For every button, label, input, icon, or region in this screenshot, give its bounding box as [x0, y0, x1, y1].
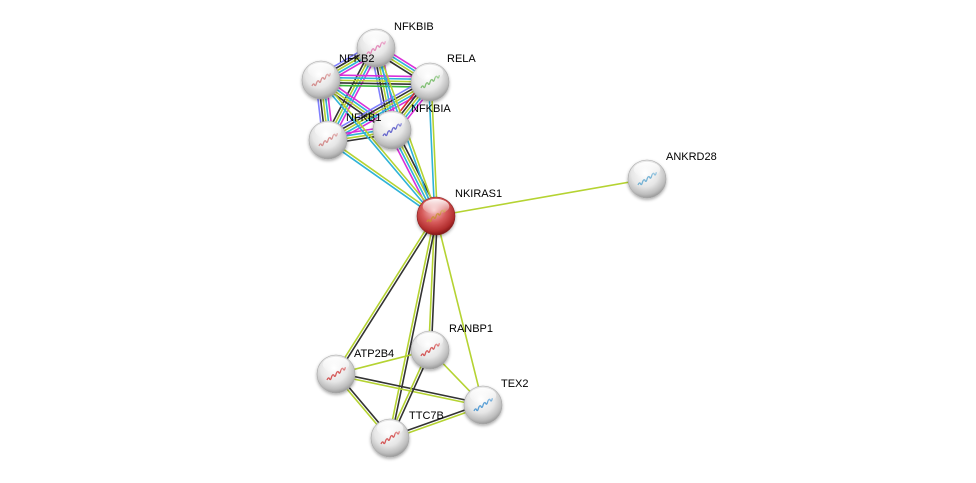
node-gloss	[322, 356, 350, 373]
edge-nkiras1-tex2[interactable]	[435, 215, 484, 406]
edge-nkiras1-nfkb2[interactable]	[319, 78, 438, 218]
node-rela[interactable]	[410, 62, 450, 102]
edge-line-database	[319, 80, 436, 218]
node-gloss	[416, 64, 444, 81]
node-gloss	[362, 30, 390, 47]
edge-line-coexpression	[335, 371, 485, 405]
edge-line-coexpression	[325, 78, 430, 139]
node-gloss	[633, 161, 661, 178]
edge-nkiras1-nfkb1[interactable]	[326, 138, 438, 218]
edges-layer	[315, 42, 648, 441]
node-label-nfkb1: NFKB1	[346, 112, 381, 124]
edge-line-textmining	[321, 78, 438, 216]
node-gloss	[469, 387, 497, 404]
node-gloss	[307, 62, 335, 79]
edge-nkiras1-rela[interactable]	[427, 81, 439, 217]
node-label-ankrd28: ANKRD28	[666, 151, 717, 163]
node-label-tex2: TEX2	[501, 378, 529, 390]
node-label-nkiras1: NKIRAS1	[455, 188, 502, 200]
edge-line-database	[427, 81, 436, 217]
edge-nkiras1-ranbp1[interactable]	[427, 215, 439, 351]
node-ttc7b[interactable]	[370, 418, 410, 458]
node-ranbp1[interactable]	[410, 330, 450, 370]
node-label-ranbp1: RANBP1	[449, 323, 493, 335]
node-label-ttc7b: TTC7B	[409, 410, 444, 422]
node-label-nfkbia: NFKBIA	[411, 103, 451, 115]
node-nfkb2[interactable]	[301, 60, 341, 100]
edge-line-textmining	[334, 214, 436, 375]
node-nkiras1[interactable]	[416, 196, 456, 236]
edge-line-database	[326, 140, 437, 218]
node-label-nfkb2: NFKB2	[339, 53, 374, 65]
node-ankrd28[interactable]	[627, 159, 667, 199]
node-label-nfkbib: NFKBIB	[394, 21, 434, 33]
node-nfkbia[interactable]	[372, 110, 412, 150]
edge-nkiras1-atp2b4[interactable]	[334, 214, 438, 376]
edge-nkiras1-ankrd28[interactable]	[435, 178, 648, 217]
node-tex2[interactable]	[463, 385, 503, 425]
edge-line-coexpression	[430, 215, 439, 351]
edge-nkiras1-ttc7b[interactable]	[387, 214, 439, 440]
node-gloss	[376, 420, 404, 437]
node-nfkbib[interactable]	[356, 28, 396, 68]
node-label-rela: RELA	[447, 53, 476, 65]
nodes-layer: NFKBIB NFKB2 RELA NFKB1 NFKBIA NKIRAS1 ANKRD28…	[301, 21, 717, 458]
edge-line-textmining	[430, 81, 439, 217]
node-gloss	[416, 332, 444, 349]
edge-line-textmining	[327, 81, 431, 141]
node-label-atp2b4: ATP2B4	[354, 348, 394, 360]
node-atp2b4[interactable]	[316, 354, 356, 394]
edge-line-coexpression	[390, 215, 439, 440]
edge-line-textmining	[435, 215, 484, 406]
edge-line-textmining	[427, 215, 436, 351]
edge-line-textmining	[327, 138, 438, 216]
edge-line-coexpression	[336, 215, 438, 376]
edge-line-textmining	[387, 214, 436, 439]
node-gloss	[378, 112, 406, 129]
edge-line-homology	[324, 76, 429, 137]
node-nfkb1[interactable]	[308, 120, 348, 160]
node-gloss	[314, 122, 342, 139]
node-gloss	[422, 198, 450, 215]
edge-line-textmining	[435, 178, 648, 217]
